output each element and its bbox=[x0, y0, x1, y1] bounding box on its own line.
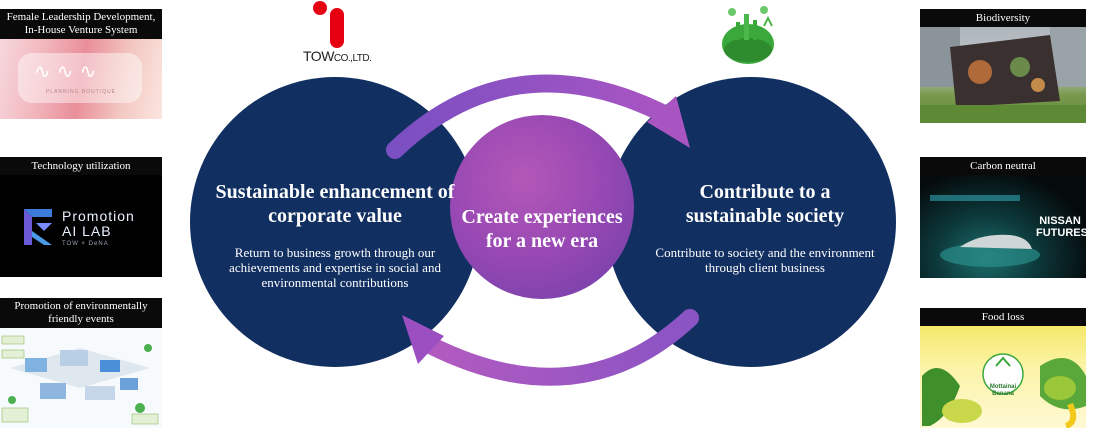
company-logo-text: TOWCO.,LTD. bbox=[303, 48, 393, 64]
art-installation-icon bbox=[920, 27, 1086, 123]
ai-lab-line2: AI LAB bbox=[62, 223, 112, 239]
image-ai-lab: Promotion AI LAB TOW × DeNA bbox=[0, 175, 162, 277]
ai-lab-line3: TOW × DeNA bbox=[62, 241, 109, 247]
image-card bbox=[18, 53, 142, 103]
right-circle-body: Contribute to society and the environmen… bbox=[655, 245, 875, 275]
panel-title-technology: Technology utilization bbox=[0, 157, 162, 175]
company-suffix: CO.,LTD. bbox=[333, 53, 372, 64]
panel-title-carbon-neutral: Carbon neutral bbox=[920, 157, 1086, 175]
top-arrow-path bbox=[386, 74, 669, 159]
image-female-leadership: ∿∿∿ PLANNING BOUTIQUE bbox=[0, 39, 162, 119]
image-carbon-neutral: NISSAN FUTURES bbox=[920, 175, 1086, 278]
food-loss-image-text: Mottainai Banana bbox=[989, 384, 1017, 397]
panel-title-food-loss: Food loss bbox=[920, 308, 1086, 326]
panel-carbon-neutral: Carbon neutral NISSAN FUTURES bbox=[920, 157, 1086, 278]
panel-title-biodiversity: Biodiversity bbox=[920, 9, 1086, 27]
tow-logo-icon bbox=[313, 1, 344, 48]
eco-earth-icon bbox=[722, 6, 774, 64]
company-name: TOW bbox=[303, 48, 334, 64]
panel-female-leadership: Female Leadership Development, In-House … bbox=[0, 9, 162, 119]
panel-events: Promotion of environmentally friendly ev… bbox=[0, 298, 162, 428]
image-brand-text: PLANNING BOUTIQUE bbox=[45, 89, 117, 95]
wave-logo-icon: ∿∿∿ bbox=[34, 59, 103, 83]
panel-title-events: Promotion of environmentally friendly ev… bbox=[0, 298, 162, 328]
car-exhibit-icon bbox=[930, 195, 1040, 267]
banana-illustration-icon bbox=[922, 353, 1086, 428]
panel-food-loss: Food loss Mottainai Banana bbox=[920, 308, 1086, 428]
carbon-neutral-image-text: NISSAN FUTURES bbox=[1036, 215, 1086, 239]
left-circle-body: Return to business growth through our ac… bbox=[229, 245, 441, 290]
right-circle-heading: Contribute to a sustainable society bbox=[685, 181, 845, 227]
bottom-arrow-path bbox=[421, 309, 699, 386]
left-circle-heading: Sustainable enhancement of corporate val… bbox=[215, 181, 455, 227]
event-venue-illustration-icon bbox=[0, 328, 162, 428]
top-arrowhead-icon bbox=[647, 96, 690, 148]
ai-lab-logo-icon bbox=[24, 209, 52, 245]
center-circle bbox=[450, 115, 634, 299]
panel-biodiversity: Biodiversity bbox=[920, 9, 1086, 123]
panel-title-female-leadership: Female Leadership Development, In-House … bbox=[0, 9, 162, 39]
panel-technology: Technology utilization Promotion AI LAB … bbox=[0, 157, 162, 277]
center-circle-heading: Create experiences for a new era bbox=[461, 206, 623, 252]
bottom-arrowhead-icon bbox=[402, 315, 444, 364]
ai-lab-line1: Promotion bbox=[62, 208, 135, 224]
image-biodiversity bbox=[920, 27, 1086, 123]
image-food-loss: Mottainai Banana bbox=[920, 326, 1086, 428]
image-events-illustration bbox=[0, 328, 162, 428]
